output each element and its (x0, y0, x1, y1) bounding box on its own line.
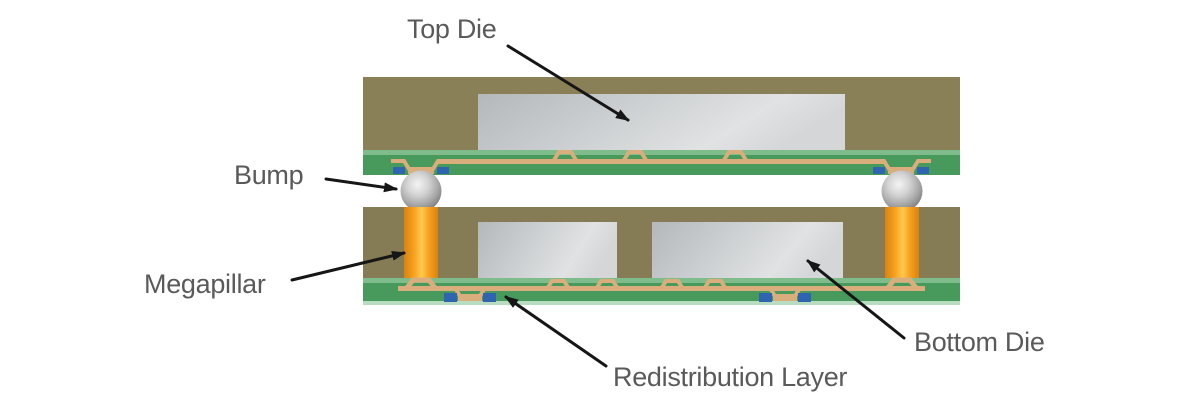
redistribution-layer-arrow (504, 295, 608, 368)
top-via-hat (722, 150, 748, 162)
bottom-via-hat (545, 279, 571, 291)
top-die-arrow (506, 44, 630, 122)
bottom-die-arrow (806, 259, 906, 340)
bottom-via-hat (702, 279, 728, 291)
bottom-via-hat (594, 279, 620, 291)
bottom-rdl-bottom-strip (363, 301, 960, 305)
megapillar-left-overlay (404, 207, 438, 281)
bump-right (881, 170, 923, 212)
bump-left (400, 170, 442, 212)
top-die-shape (478, 94, 845, 151)
top-rdl-top-strip (363, 150, 960, 155)
pillar-foot-via-right (885, 277, 919, 291)
top-via-hat (552, 150, 578, 162)
pillar-foot-via-left (404, 277, 438, 291)
bottom-rdl (363, 277, 960, 305)
bottom-die-right-shape (652, 222, 843, 279)
top-rdl (363, 150, 960, 175)
top-copper-trace (437, 159, 885, 164)
label-megapillar: Megapillar (144, 269, 266, 299)
bottom-die-left-shape (478, 222, 617, 279)
bottom-pad-cluster-left (442, 286, 498, 302)
top-package (363, 77, 960, 175)
label-bump: Bump (234, 160, 304, 190)
megapillar-arrow (290, 250, 406, 282)
megapillar-right-overlay (885, 207, 919, 281)
top-bump-pad-cluster-right (871, 159, 931, 174)
top-via-hat (622, 150, 648, 162)
bottom-pad-cluster-right (757, 286, 813, 302)
bump-arrow (324, 177, 398, 193)
label-top-die: Top Die (407, 14, 497, 44)
bottom-via-hat (659, 279, 685, 291)
bottom-rdl-top-strip (363, 278, 960, 283)
bottom-package (363, 207, 960, 305)
label-bottom-die: Bottom Die (914, 327, 1045, 357)
label-redistribution-layer: Redistribution Layer (613, 362, 848, 392)
